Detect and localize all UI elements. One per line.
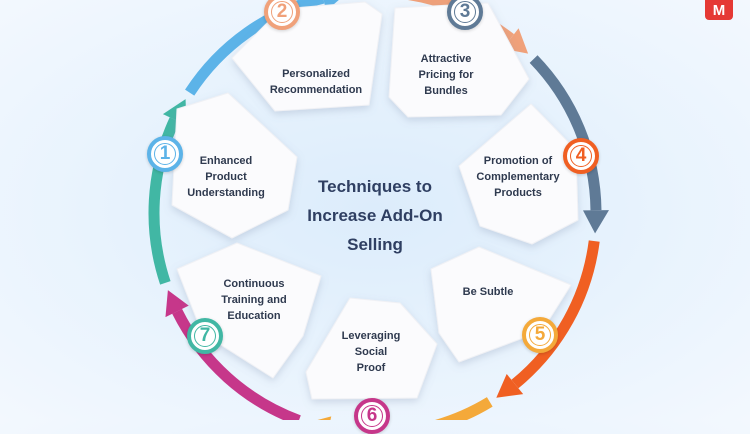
step-1-card bbox=[171, 92, 298, 239]
step-3-badge: 3 bbox=[447, 0, 483, 30]
step-3-card bbox=[388, 2, 530, 118]
step-6-card bbox=[305, 297, 438, 400]
brand-logo: M bbox=[705, 0, 733, 20]
step-6-badge: 6 bbox=[354, 398, 390, 434]
cycle-ring bbox=[148, 0, 609, 420]
step-4-card bbox=[458, 103, 579, 245]
step-2-label: Personalized Recommendation bbox=[269, 68, 363, 96]
ring-arc-4 bbox=[511, 240, 600, 389]
step-3-label: Attractive Pricing for Bundles bbox=[418, 53, 474, 97]
ring-arrowhead-3 bbox=[582, 210, 609, 234]
step-2-badge: 2 bbox=[264, 0, 300, 30]
step-4-badge: 4 bbox=[563, 138, 599, 174]
ring-arc-6 bbox=[172, 308, 301, 420]
ring-arc-3 bbox=[529, 55, 602, 211]
step-4-label: Promotion of Complementary Products bbox=[476, 155, 560, 199]
cycle-diagram bbox=[148, 0, 609, 420]
diagram-title: Techniques to Increase Add-On Selling bbox=[307, 177, 443, 254]
ring-arc-5 bbox=[434, 397, 493, 420]
step-5-label: Be Subtle bbox=[462, 286, 514, 298]
step-7-badge: 7 bbox=[187, 318, 223, 354]
step-1-label: Enhanced Product Understanding bbox=[187, 155, 265, 199]
ring-arrowhead-5 bbox=[317, 416, 332, 420]
ring-arrowhead-6 bbox=[165, 290, 189, 318]
step-cards bbox=[171, 1, 579, 400]
step-6-label: Leveraging Social Proof bbox=[341, 330, 401, 374]
ring-arrowhead-4 bbox=[496, 373, 524, 398]
step-5-badge: 5 bbox=[522, 317, 558, 353]
step-1-badge: 1 bbox=[147, 136, 183, 172]
step-7-label: Continuous Training and Education bbox=[221, 278, 287, 322]
ring-arc-1 bbox=[185, 0, 325, 96]
